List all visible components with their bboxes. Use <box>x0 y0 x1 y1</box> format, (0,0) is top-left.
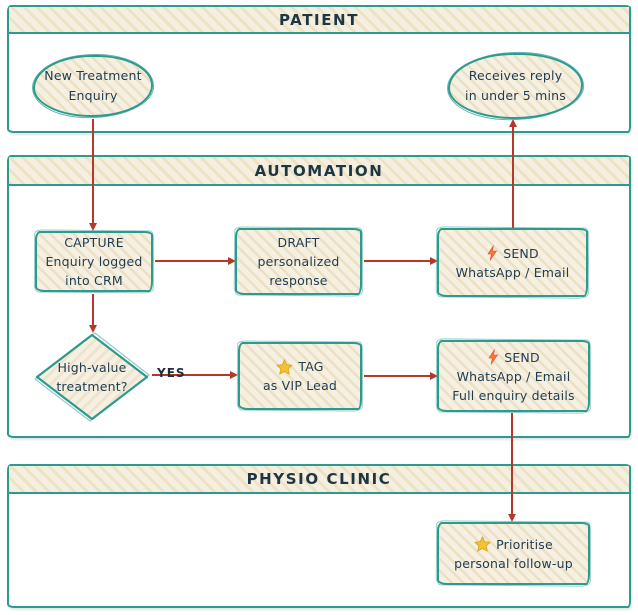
node-send-whatsapp-email: SEND WhatsApp / Email <box>437 228 588 297</box>
node-capture-enquiry: CAPTURE Enquiry logged into CRM <box>35 231 153 292</box>
arrow-send-details-to-prioritise <box>507 413 516 522</box>
node-tag-vip-lead: TAG as VIP Lead <box>238 342 362 410</box>
lane-physio-clinic-header: PHYSIO CLINIC <box>9 466 629 494</box>
text-line: SEND <box>486 244 539 263</box>
arrow-send-to-reply <box>508 119 517 228</box>
lane-physio-clinic-title: PHYSIO CLINIC <box>246 470 392 488</box>
lane-patient-title: PATIENT <box>278 10 360 29</box>
text-line: Enquiry logged <box>45 254 143 269</box>
text-line: SEND <box>487 348 540 367</box>
arrow-highvalue-to-tag <box>152 370 238 379</box>
star-icon <box>276 358 293 375</box>
text-line: High-value <box>57 360 127 375</box>
node-title: Prioritise <box>496 536 553 552</box>
text-line: into CRM <box>65 273 123 288</box>
arrow-draft-to-send <box>364 256 438 265</box>
text-line: personalized <box>257 254 340 269</box>
text-line: DRAFT <box>277 235 320 250</box>
text-line: Receives reply <box>468 68 563 83</box>
node-prioritise-follow-up: Prioritise personal follow-up <box>437 522 590 585</box>
text-line: as VIP Lead <box>262 378 338 393</box>
text-line: WhatsApp / Email <box>456 368 571 384</box>
text-line: CAPTURE <box>64 235 124 250</box>
node-title: TAG <box>298 359 324 374</box>
arrow-capture-to-draft <box>155 256 236 265</box>
text-line: treatment? <box>56 379 128 394</box>
diamond-shape <box>34 332 150 422</box>
text-line: TAG <box>276 357 323 376</box>
lane-automation-title: AUTOMATION <box>254 161 384 180</box>
node-high-value-decision: High-value treatment? <box>33 332 151 422</box>
star-icon <box>474 536 491 552</box>
node-draft-response: DRAFT personalized response <box>235 228 362 295</box>
lightning-bolt-icon <box>486 245 498 261</box>
arrow-enquiry-to-capture <box>88 119 97 231</box>
text-line: New Treatment <box>44 68 142 83</box>
edge-label-yes: YES <box>157 366 186 380</box>
lightning-bolt-icon <box>487 349 499 365</box>
arrow-tag-to-send-details <box>364 371 438 380</box>
diamond-text: High-value treatment? <box>56 358 127 396</box>
lane-patient-header: PATIENT <box>9 7 629 34</box>
text-line: personal follow-up <box>454 555 573 571</box>
node-send-full-enquiry-details: SEND WhatsApp / Email Full enquiry detai… <box>437 340 590 412</box>
node-new-treatment-enquiry: New Treatment Enquiry <box>33 55 153 117</box>
text-line: Prioritise <box>474 535 553 554</box>
node-title: SEND <box>504 349 540 365</box>
text-line: response <box>269 273 328 288</box>
text-line: Enquiry <box>68 88 118 103</box>
lane-automation-header: AUTOMATION <box>9 157 629 186</box>
arrow-capture-to-highvalue <box>88 294 97 333</box>
text-line: in under 5 mins <box>465 88 566 103</box>
node-title: SEND <box>503 245 539 261</box>
node-receives-reply: Receives reply in under 5 mins <box>448 53 583 119</box>
text-line: WhatsApp / Email <box>455 264 570 280</box>
text-line: Full enquiry details <box>452 387 575 403</box>
